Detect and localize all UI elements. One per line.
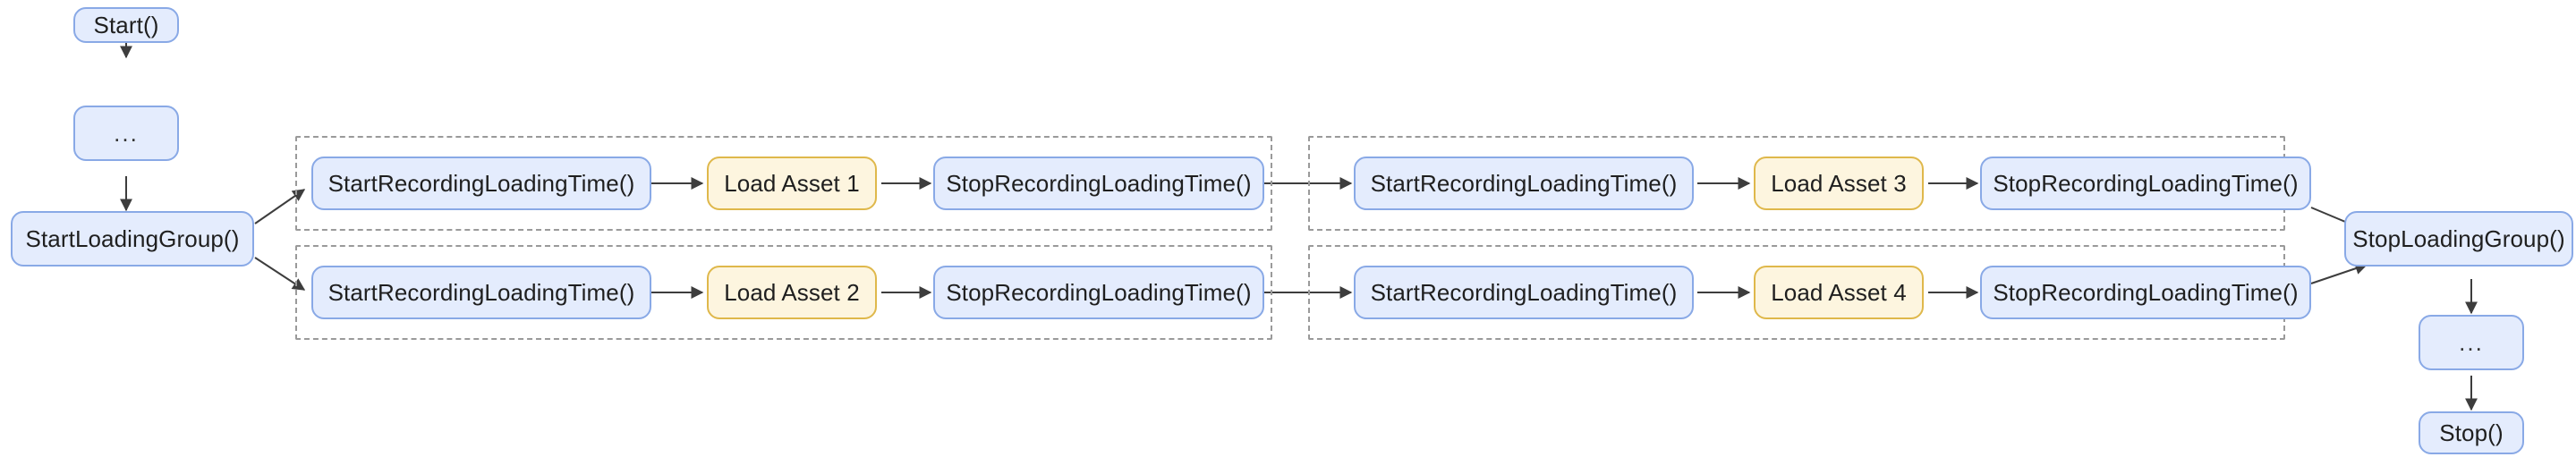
node-g2r2-stop-recording[interactable]: StopRecordingLoadingTime() [1980,266,2311,319]
node-g2r1-load-asset[interactable]: Load Asset 3 [1754,157,1924,210]
node-ellipsis-top[interactable]: ... [73,106,179,161]
node-g1r1-start-recording[interactable]: StartRecordingLoadingTime() [311,157,651,210]
node-g1r1-load-asset[interactable]: Load Asset 1 [707,157,877,210]
node-g2r2-load-asset[interactable]: Load Asset 4 [1754,266,1924,319]
edge-g2r2-to-stopgroup [2310,262,2368,284]
node-stop-loading-group[interactable]: StopLoadingGroup() [2344,211,2573,267]
node-g2r2-start-recording[interactable]: StartRecordingLoadingTime() [1354,266,1694,319]
node-g1r2-start-recording[interactable]: StartRecordingLoadingTime() [311,266,651,319]
node-g1r2-stop-recording[interactable]: StopRecordingLoadingTime() [933,266,1264,319]
node-stop[interactable]: Stop() [2419,411,2524,454]
node-g1r2-load-asset[interactable]: Load Asset 2 [707,266,877,319]
group-box-1-row-1 [295,136,1272,231]
node-g1r1-stop-recording[interactable]: StopRecordingLoadingTime() [933,157,1264,210]
node-g2r1-stop-recording[interactable]: StopRecordingLoadingTime() [1980,157,2311,210]
node-start-loading-group[interactable]: StartLoadingGroup() [11,211,254,267]
node-g2r1-start-recording[interactable]: StartRecordingLoadingTime() [1354,157,1694,210]
node-start[interactable]: Start() [73,7,179,43]
node-ellipsis-bottom[interactable]: ... [2419,315,2524,370]
group-box-1-row-2 [295,245,1272,340]
